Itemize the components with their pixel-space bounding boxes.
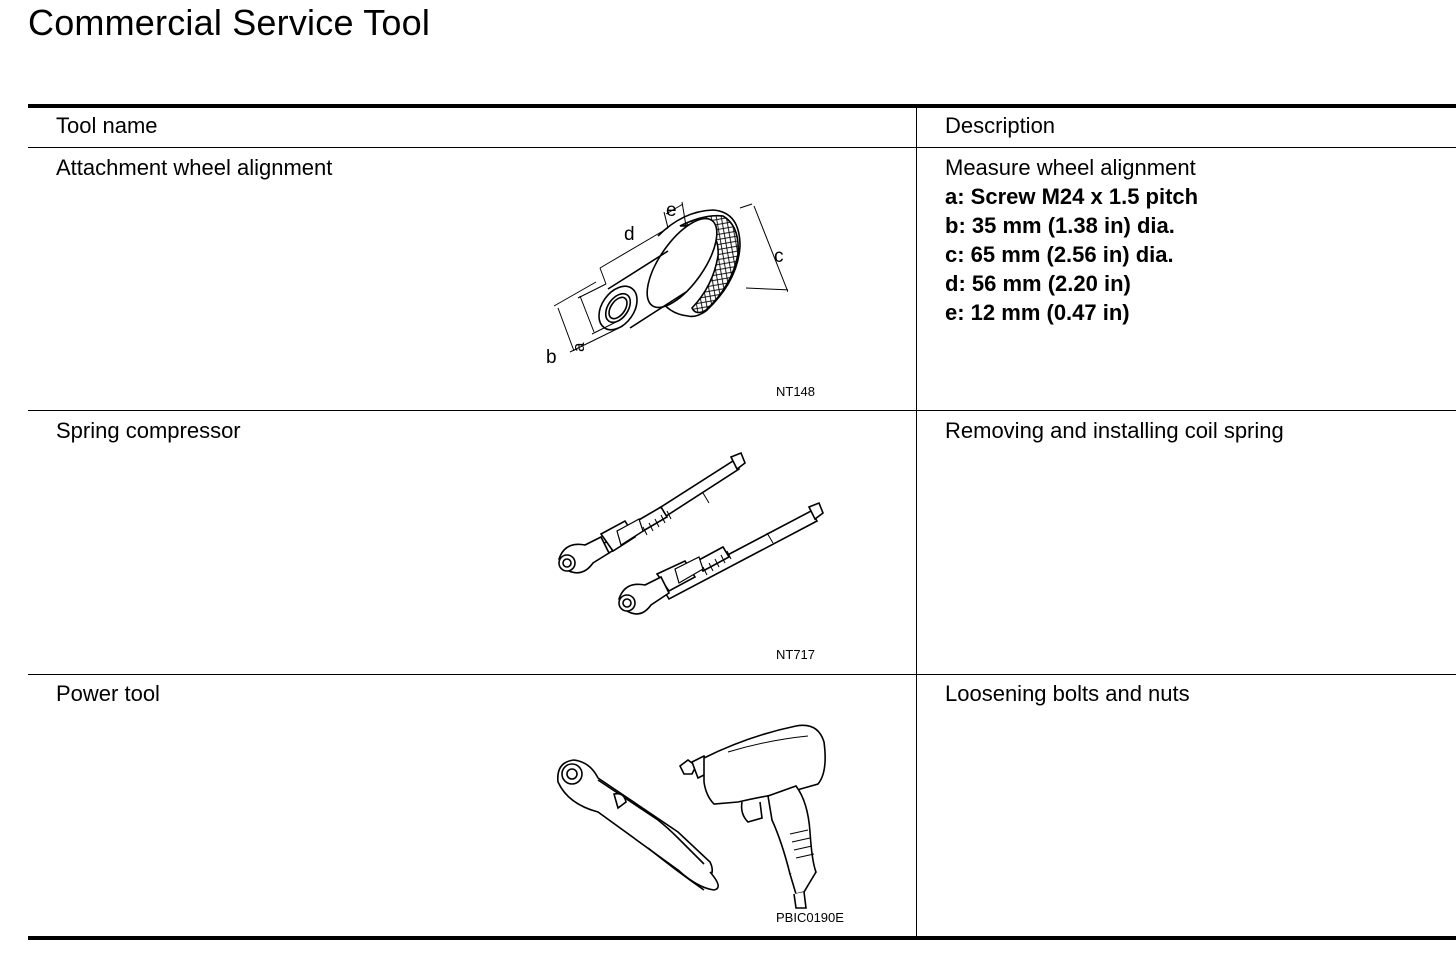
power-tool-illustration — [557, 724, 826, 909]
figure-label-a: a — [569, 342, 588, 352]
header-rule — [28, 147, 1456, 148]
spec-e: e: 12 mm (0.47 in) — [945, 300, 1130, 325]
figure-label-c: c — [774, 246, 784, 267]
header-tool-name: Tool name — [56, 113, 158, 138]
row-tool-name: Power tool — [56, 681, 160, 706]
spec-a: a: Screw M24 x 1.5 pitch — [945, 184, 1199, 209]
figure-code: PBIC0190E — [776, 910, 844, 925]
row-divider — [28, 674, 1456, 675]
row-divider — [28, 410, 1456, 411]
spec-d: d: 56 mm (2.20 in) — [945, 271, 1131, 296]
row-tool-name: Spring compressor — [56, 418, 241, 443]
row-description: Removing and installing coil spring — [945, 418, 1284, 443]
header-description: Description — [945, 113, 1056, 138]
wheel-alignment-attachment-illustration: b a d e c — [546, 200, 788, 368]
figure-code: NT148 — [776, 384, 816, 399]
figure-label-b: b — [546, 347, 557, 368]
row-description: Measure wheel alignment a: Screw M24 x 1… — [945, 153, 1198, 327]
figure-label-e: e — [666, 200, 677, 221]
figure-code: NT717 — [776, 647, 816, 662]
table-bottom-rule — [28, 936, 1456, 940]
description-text: Measure wheel alignment — [945, 155, 1196, 180]
column-divider — [916, 106, 917, 938]
page-title: Commercial Service Tool — [28, 2, 431, 43]
spec-b: b: 35 mm (1.38 in) dia. — [945, 213, 1175, 238]
row-tool-name: Attachment wheel alignment — [56, 155, 333, 180]
table-top-rule — [28, 104, 1456, 108]
spring-compressor-illustration — [558, 451, 824, 615]
spec-c: c: 65 mm (2.56 in) dia. — [945, 242, 1174, 267]
row-description: Loosening bolts and nuts — [945, 681, 1190, 706]
service-tool-table: Tool name Description Attachment wheel a… — [28, 104, 1456, 940]
figure-label-d: d — [624, 224, 635, 245]
